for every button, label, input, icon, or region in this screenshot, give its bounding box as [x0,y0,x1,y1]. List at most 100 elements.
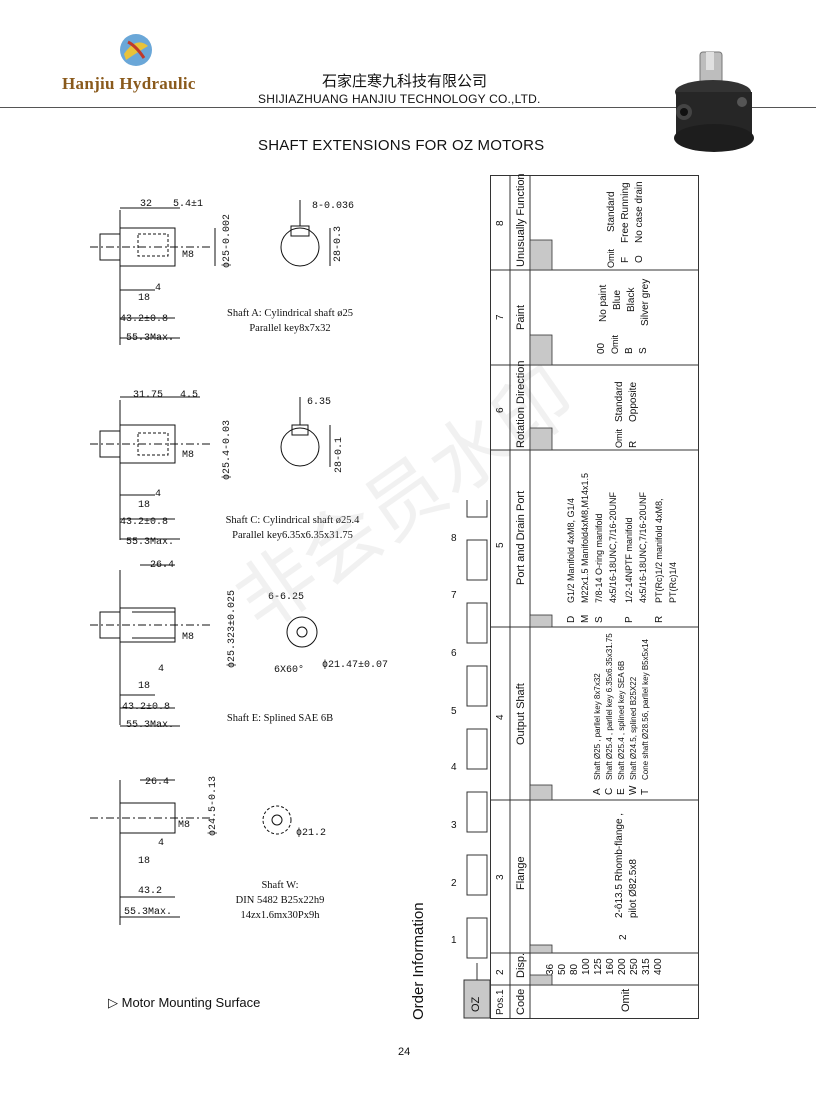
shaft-a-dim-thread: M8 [182,250,195,261]
shaft-e-dim-spline: 6-6.25 [268,592,305,603]
port-desc-8: PT(Rc)1/4 [668,561,678,603]
paint-code-omit: Omit [610,335,620,354]
func-code-o: O [634,255,645,263]
shaft-w-dim-pitch: ϕ21.2 [296,828,327,839]
shaft-c-drawing [90,396,331,540]
shaft-w-drawing [90,779,292,925]
flange-desc: 2-ô13.5 Rhomb-flange , [614,812,625,918]
mounting-surface-note: ▷ Motor Mounting Surface [108,995,261,1010]
header-paint: Paint [515,304,527,330]
rot-code-r: R [628,440,639,448]
box-label-3: 3 [451,820,457,831]
shaft-e-dim-pitch: ϕ21.47±0.07 [322,660,389,671]
header-disp: Disp. [515,952,527,978]
shaft-e-dim-diameter: ϕ25.323±0.025 [227,589,238,668]
shaft-w-dim-4: 4 [158,838,165,849]
disp-100: 100 [581,958,592,975]
disp-36: 36 [545,963,556,975]
box-label-7: 7 [451,590,457,601]
code-prefix: OZ [470,996,482,1012]
paint-code-s: S [638,347,649,354]
header-rule [0,107,816,108]
port-desc-4: 4x5/16-18UNC,7/16-20UNF [608,491,618,603]
paint-code-00: 00 [596,342,607,354]
shaft-c-dim-shoulder: 4.5 [180,390,199,401]
shaft-code-c: C [604,787,615,795]
port-desc-5: 1/2-14NPTF manifold [624,517,634,603]
shaft-c-dim-length: 31.75 [133,390,164,401]
brand-name: Hanjiu Hydraulic [62,74,196,93]
shaft-a-dim-length: 32 [140,199,153,210]
shaft-a-dim-key: 8-0.036 [312,201,355,212]
shaft-e-caption: Shaft E: Splined SAE 6B [226,713,334,724]
order-info-title: Order Information [410,902,427,1020]
disp-400: 400 [653,958,664,975]
shaft-code-e: E [616,788,627,795]
disp-315: 315 [641,958,652,975]
pos-3: 3 [495,874,506,880]
order-table [490,175,699,1019]
box-label-2: 2 [451,878,457,889]
paint-desc-black: Black [626,287,637,312]
shaft-a-dim-shoulder: 5.4±1 [173,199,204,210]
shaft-c-dim-diameter: ϕ25.4-0.03 [222,419,233,480]
port-code-s: S [594,616,605,623]
paint-desc-blue: Blue [612,289,623,310]
company-name-en: SHIJIAZHUANG HANJIU TECHNOLOGY CO.,LTD. [258,92,541,106]
pos-5: 5 [495,542,506,548]
port-code-r: R [654,615,665,623]
shaft-w-dim-432: 43.2 [138,886,163,897]
func-desc-nocase: No case drain [634,181,645,243]
shaft-desc-w: Shaft Ø24.5, splined B25X22 [629,676,638,780]
shaft-e-dim-553: 55.3Max. [126,720,175,731]
rot-code-omit: Omit [614,429,624,448]
shaft-desc-e: Shaft Ø25.4 , splined key SEA 6B [617,660,626,780]
func-desc-standard: Standard [606,191,617,232]
shaft-desc-a: Shaft Ø25 , parllel key 8x7x32 [593,673,602,780]
page-title: SHAFT EXTENSIONS FOR OZ MOTORS [258,137,545,154]
shaft-c-dim-553: 55.3Max. [126,537,175,548]
page-number: 24 [398,1046,411,1058]
shaft-a-dim-432: 43.2±0.8 [120,314,169,325]
disp-160: 160 [605,958,616,975]
header-function: Unusually Function [515,173,527,267]
pos-2: 2 [495,969,506,975]
header-code: Code [515,988,527,1015]
company-name-cn: 石家庄寒九科技有限公司 [322,73,488,90]
shaft-desc-t: Cone shaft Ø28.56, parllel key B5x5x14 [641,639,650,780]
pos-1: Pos.1 [495,989,506,1015]
port-code-d: D [566,615,577,623]
shaft-a-dim-18: 18 [138,293,151,304]
shaft-drawings [90,200,331,925]
box-label-1: 1 [451,935,457,946]
shaft-code-a: A [592,788,603,795]
shaft-w-dim-553: 55.3Max. [124,907,173,918]
paint-desc-nopaint: No paint [598,284,609,322]
shaft-e-dim-length: 26.4 [150,560,175,571]
box-label-4: 4 [451,762,457,773]
pos-6: 6 [495,407,506,413]
shaft-code-w: W [628,785,639,795]
shaft-w-dim-diameter: ϕ24.5-0.13 [208,775,219,836]
box-label-8: 8 [451,533,457,544]
shaft-code-t: T [640,788,651,795]
port-code-m: M [580,614,591,623]
disp-250: 250 [629,958,640,975]
paint-desc-silver: Silver grey [640,278,651,326]
shaft-a-dim-keyheight: 28-0.3 [333,225,344,262]
flange-desc-2: pilot Ø82.5x8 [628,859,639,918]
shaft-desc-c: Shaft Ø25.4 , parllel key 6.35x6.35x31.7… [605,633,614,780]
shaft-a-dim-553: 55.3Max. [126,333,175,344]
flange-code: 2 [618,934,629,940]
shaft-c-dim-18: 18 [138,500,151,511]
shaft-c-dim-4: 4 [155,489,162,500]
shaft-e-drawing [90,564,318,727]
shaft-e-dim-432: 43.2±0.8 [122,702,171,713]
port-desc-3: 7/8-14 O-ring manifold [594,513,604,603]
port-desc-1: G1/2 Manifold 4xM8, G1/4 [566,497,576,603]
header-port: Port and Drain Port [515,490,527,585]
shaft-a-dim-diameter: ϕ25-0.002 [222,213,233,268]
box-label-5: 5 [451,706,457,717]
motor-photo [674,51,754,152]
